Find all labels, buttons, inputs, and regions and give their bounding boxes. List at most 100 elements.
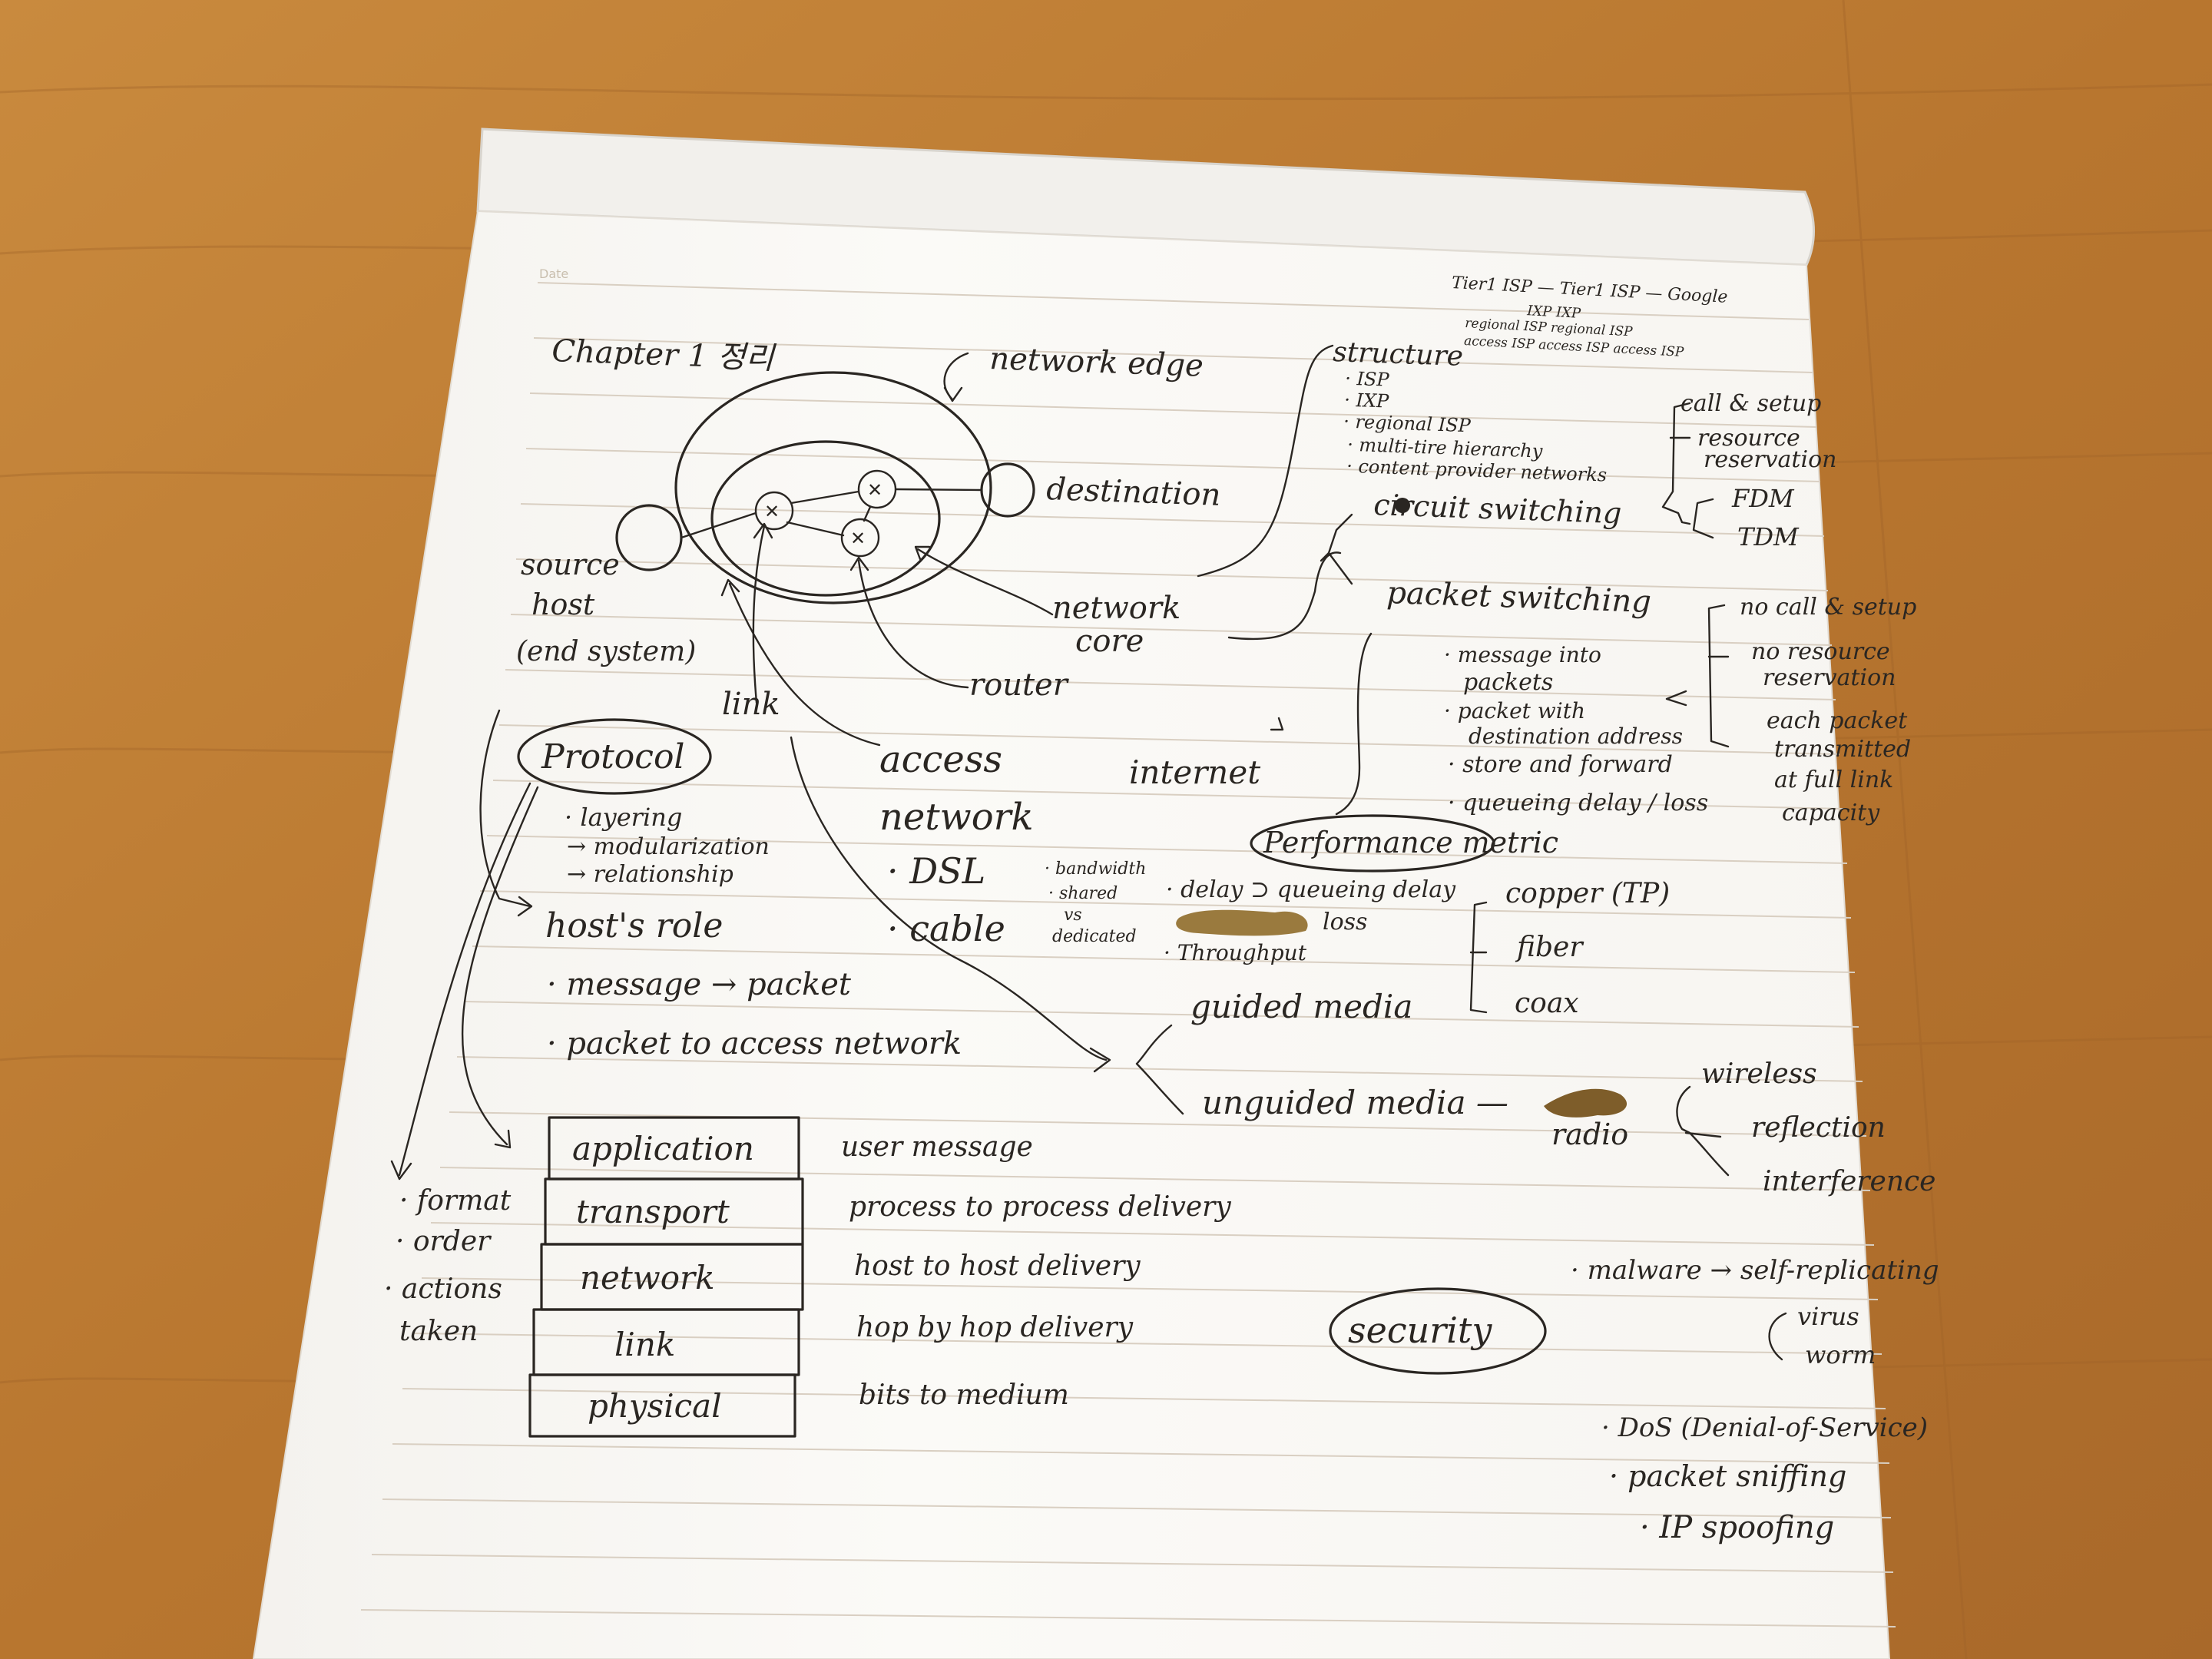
host-role-item: · message → packet (547, 967, 852, 1002)
packet-left-item: destination address (1469, 724, 1683, 749)
gold-scribble (1176, 909, 1308, 936)
label-dsl: · DSL (887, 850, 985, 892)
packet-switching-section: packet switching no call & setup no reso… (1335, 575, 1916, 826)
structure-item: · IXP (1344, 389, 1390, 412)
page-title: Chapter 1 정리 (551, 333, 777, 376)
label-bandwidth: · bandwidth (1045, 859, 1146, 879)
stack-side-note: · actions (384, 1273, 502, 1305)
security-title: security (1348, 1310, 1492, 1351)
label-internet: internet (1129, 753, 1260, 791)
stack-side-note: · order (396, 1226, 492, 1257)
layer-desc: user message (841, 1131, 1033, 1163)
protocol-section: Protocol · layering → modularization → r… (390, 709, 1111, 1181)
security-item: · DoS (Denial-of-Service) (1601, 1412, 1928, 1443)
structure-item: · ISP (1345, 368, 1390, 391)
performance-title: Performance metric (1263, 826, 1558, 859)
diagram-labels: network edge destination source host (en… (516, 341, 1260, 949)
layer-transport: transport (576, 1193, 730, 1230)
packet-left-item: · queueing delay / loss (1448, 790, 1708, 816)
circuit-item: call & setup (1681, 390, 1821, 417)
label-destination: destination (1046, 472, 1221, 513)
protocol-item: → relationship (567, 861, 733, 888)
layer-desc: hop by hop delivery (856, 1312, 1134, 1343)
host-role-item: · packet to access network (547, 1026, 962, 1061)
label-dedicated: dedicated (1052, 927, 1137, 946)
packet-right-item: no call & setup (1740, 594, 1916, 621)
packet-left-item: packets (1463, 669, 1553, 696)
label-access-network: network (879, 796, 1034, 839)
media-radio: radio (1551, 1118, 1628, 1151)
packet-left-item: · store and forward (1448, 751, 1673, 778)
layer-link: link (614, 1326, 675, 1363)
layer-application: application (572, 1130, 754, 1167)
host-role-section: host's role · message → packet · packet … (545, 906, 962, 1061)
layer-network: network (580, 1259, 715, 1296)
performance-item: loss (1323, 909, 1367, 935)
packet-right-item: at full link (1774, 767, 1893, 793)
circuit-item: reservation (1704, 446, 1836, 473)
ruled-lines (360, 282, 1896, 1628)
circuit-item: resource (1697, 425, 1800, 452)
protocol-item: · layering (565, 803, 682, 832)
structure-item: · regional ISP (1343, 411, 1472, 437)
performance-item: · delay ⊃ queueing delay (1166, 876, 1456, 903)
tdm-label: TDM (1737, 522, 1800, 551)
media-copper: copper (TP) (1505, 878, 1670, 909)
protocol-title: Protocol (541, 737, 685, 777)
stack-side-note: · format (399, 1185, 512, 1217)
protocol-item: → modularization (567, 833, 770, 860)
media-reflection: reflection (1751, 1112, 1886, 1144)
security-item: · malware → self-replicating (1571, 1255, 1939, 1286)
label-cable: · cable (887, 908, 1005, 949)
performance-section: Performance metric · delay ⊃ queueing de… (1164, 814, 1558, 965)
layer-desc: process to process delivery (849, 1191, 1231, 1223)
performance-item: · Throughput (1164, 940, 1307, 965)
isp-line: IXP IXP (1526, 303, 1582, 322)
protocol-stack: application transport network link physi… (384, 1116, 1231, 1438)
structure-title: structure (1333, 336, 1464, 373)
date-label: Date (539, 267, 568, 281)
layer-physical: physical (588, 1387, 722, 1425)
label-network-core: network (1052, 591, 1181, 626)
packet-right-item: no resource (1751, 638, 1890, 665)
packet-left-item: · packet with (1444, 698, 1585, 724)
media-wireless: wireless (1701, 1058, 1817, 1090)
diagram-arrows (720, 344, 1353, 747)
packet-left-item: · message into (1444, 642, 1601, 667)
security-item: · IP spoofing (1640, 1510, 1834, 1545)
label-network-edge: network edge (989, 341, 1204, 384)
svg-text:✕: ✕ (850, 528, 866, 549)
layer-desc: bits to medium (859, 1379, 1069, 1411)
notepad-page (252, 210, 1891, 1659)
label-source: source (521, 548, 620, 581)
security-worm: worm (1805, 1340, 1876, 1369)
guided-media: guided media (1190, 988, 1412, 1025)
label-vs: vs (1064, 906, 1082, 925)
security-section: security · malware → self-replicating vi… (1329, 1255, 1939, 1545)
security-item: · packet sniffing (1609, 1459, 1846, 1493)
packet-right-item: each packet (1767, 707, 1908, 734)
label-end-system: (end system) (516, 636, 696, 667)
layer-desc: host to host delivery (854, 1250, 1141, 1282)
packet-right-item: reservation (1763, 664, 1896, 691)
router-icon: ✕ (754, 491, 794, 531)
host-role-title: host's role (545, 906, 723, 945)
svg-text:✕: ✕ (867, 479, 882, 501)
label-network-core-2: core (1075, 624, 1144, 659)
stack-side-note: taken (399, 1316, 478, 1347)
media-interference: interference (1763, 1166, 1936, 1197)
fdm-label: FDM (1731, 484, 1795, 513)
media-fiber: fiber (1515, 932, 1584, 963)
label-router: router (969, 667, 1070, 703)
network-diagram: ✕ ✕ ✕ (615, 371, 1035, 604)
media-section: copper (TP) fiber coax guided media ungu… (1135, 878, 1936, 1197)
packet-right-item: transmitted (1774, 736, 1911, 763)
unguided-media: unguided media — (1202, 1084, 1508, 1121)
ink-blot (1395, 498, 1410, 513)
media-coax: coax (1515, 988, 1579, 1019)
svg-text:✕: ✕ (764, 501, 780, 522)
security-virus: virus (1797, 1302, 1859, 1331)
label-access: access (879, 738, 1002, 781)
packet-right-item: capacity (1782, 800, 1880, 826)
